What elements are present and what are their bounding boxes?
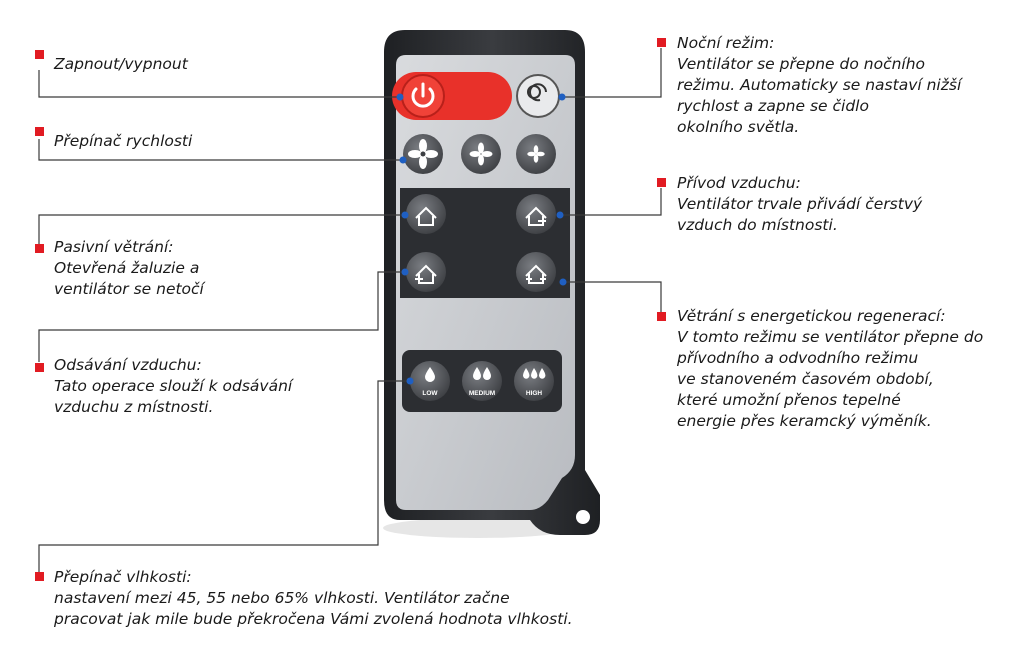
remote-shadow xyxy=(383,518,573,538)
callout-passive: Pasivní větrání: Otevřená žaluzie a vent… xyxy=(54,237,204,300)
water-drop-icon xyxy=(425,367,435,382)
marker-passive xyxy=(35,244,44,253)
marker-intake xyxy=(657,178,666,187)
marker-speed xyxy=(35,127,44,136)
callout-power-title: Zapnout/vypnout xyxy=(54,55,188,73)
callout-humidity-title: Přepínač vlhkosti: xyxy=(54,568,192,586)
lanyard-hole xyxy=(576,510,590,524)
callout-recovery: Větrání s energetickou regenerací: V tom… xyxy=(677,306,983,432)
passive-ventilation-button[interactable] xyxy=(406,194,446,234)
callout-intake: Přívod vzduchu: Ventilátor trvale přivád… xyxy=(677,173,922,236)
water-drop-icon xyxy=(473,367,491,380)
humidity-high-button[interactable]: HIGH xyxy=(514,361,554,401)
air-exhaust-button[interactable] xyxy=(406,252,446,292)
callout-intake-title: Přívod vzduchu: xyxy=(677,174,801,192)
callout-recovery-title: Větrání s energetickou regenerací: xyxy=(677,307,946,325)
power-button[interactable] xyxy=(401,74,445,118)
callout-recovery-desc: V tomto režimu se ventilátor přepne do p… xyxy=(677,328,984,430)
callout-speed: Přepínač rychlosti xyxy=(54,131,192,152)
energy-recovery-button[interactable] xyxy=(516,252,556,292)
callout-intake-desc: Ventilátor trvale přivádí čerstvý vzduch… xyxy=(677,195,923,234)
house-airflow-icon xyxy=(525,264,547,284)
house-airflow-icon xyxy=(525,206,547,226)
humidity-medium-label: MEDIUM xyxy=(469,390,495,397)
house-airflow-icon xyxy=(415,264,437,284)
night-mode-icon xyxy=(527,83,547,102)
house-airflow-icon xyxy=(415,206,437,226)
marker-power xyxy=(35,50,44,59)
humidity-low-label: LOW xyxy=(422,390,438,397)
humidity-high-label: HIGH xyxy=(526,390,543,397)
water-drop-icon xyxy=(523,368,546,379)
callout-exhaust-desc: Tato operace slouží k odsávání vzduchu z… xyxy=(54,377,293,416)
callout-exhaust: Odsávání vzduchu: Tato operace slouží k … xyxy=(54,355,292,418)
callout-night-title: Noční režim: xyxy=(677,34,775,52)
callout-power: Zapnout/vypnout xyxy=(54,54,188,75)
callout-passive-title: Pasivní větrání: xyxy=(54,238,174,256)
fan-icon xyxy=(469,142,493,166)
fan-icon xyxy=(408,139,438,169)
marker-recovery xyxy=(657,312,666,321)
callout-passive-desc: Otevřená žaluzie a ventilátor se netočí xyxy=(54,259,204,298)
humidity-medium-button[interactable]: MEDIUM xyxy=(462,361,502,401)
power-icon xyxy=(411,82,435,108)
fan-speed-low-button[interactable] xyxy=(516,134,556,174)
fan-speed-high-button[interactable] xyxy=(403,134,443,174)
fan-speed-medium-button[interactable] xyxy=(461,134,501,174)
night-mode-button[interactable] xyxy=(516,74,560,118)
callout-night: Noční režim: Ventilátor se přepne do noč… xyxy=(677,33,961,138)
callout-night-desc: Ventilátor se přepne do nočního režimu. … xyxy=(677,55,962,136)
marker-night xyxy=(657,38,666,47)
callout-speed-title: Přepínač rychlosti xyxy=(54,132,193,150)
air-intake-button[interactable] xyxy=(516,194,556,234)
marker-exhaust xyxy=(35,363,44,372)
marker-humidity xyxy=(35,572,44,581)
fan-icon xyxy=(527,145,545,163)
callout-humidity: Přepínač vlhkosti: nastavení mezi 45, 55… xyxy=(54,567,573,630)
callout-exhaust-title: Odsávání vzduchu: xyxy=(54,356,202,374)
humidity-low-button[interactable]: LOW xyxy=(410,361,450,401)
callout-humidity-desc: nastavení mezi 45, 55 nebo 65% vlhkosti.… xyxy=(54,589,573,628)
